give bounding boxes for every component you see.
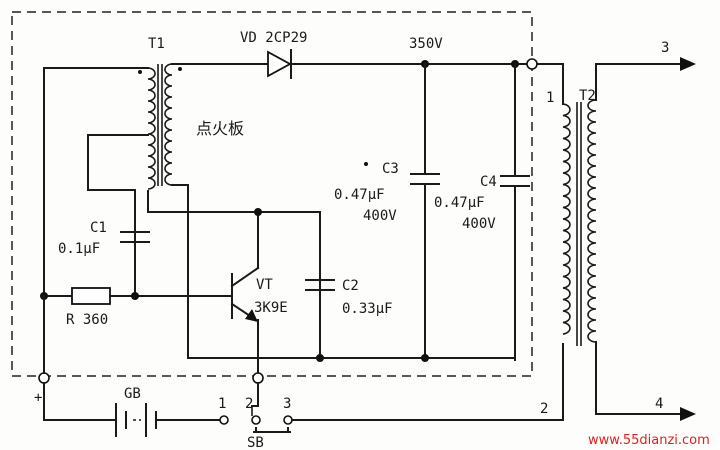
c4-voltage: 400V bbox=[462, 216, 496, 232]
switch-pin-1: 1 bbox=[218, 396, 226, 412]
junction-dot bbox=[131, 292, 139, 300]
board-terminal-plus bbox=[38, 372, 50, 384]
vt-label: VT bbox=[256, 277, 273, 293]
t2-transformer bbox=[562, 99, 597, 346]
output-4-arrow bbox=[680, 407, 696, 421]
sb-switch bbox=[253, 427, 291, 433]
c3-capacitor bbox=[410, 63, 440, 361]
vd-label: VD 2CP29 bbox=[240, 30, 307, 46]
c3-label: C3 bbox=[382, 161, 399, 177]
c4-value: 0.47μF bbox=[434, 195, 485, 211]
switch-terminal-3 bbox=[283, 415, 293, 425]
output-4-label: 4 bbox=[655, 396, 663, 412]
c1-capacitor bbox=[120, 231, 150, 243]
vt-part: 3K9E bbox=[254, 300, 288, 316]
r-label: R 360 bbox=[66, 312, 108, 328]
c2-label: C2 bbox=[342, 278, 359, 294]
board-output-terminal-top bbox=[526, 58, 538, 70]
switch-terminal-1 bbox=[219, 415, 229, 425]
junction-dot bbox=[316, 354, 324, 362]
c3-value: 0.47μF bbox=[334, 187, 385, 203]
sb-label: SB bbox=[247, 435, 264, 450]
c4-label: C4 bbox=[480, 174, 497, 190]
r-resistor bbox=[71, 287, 111, 305]
battery-plus-label: + bbox=[34, 390, 42, 406]
ignition-board-label: 点火板 bbox=[196, 119, 244, 138]
t2-label: T2 bbox=[579, 88, 596, 104]
junction-dot bbox=[254, 208, 262, 216]
ignition-board-boundary bbox=[11, 11, 533, 377]
c2-capacitor bbox=[305, 279, 335, 291]
switch-terminal-2 bbox=[251, 415, 261, 425]
switch-pin-3: 3 bbox=[283, 396, 291, 412]
t1-label: T1 bbox=[148, 36, 165, 52]
c4-capacitor bbox=[500, 63, 530, 361]
output-3-label: 3 bbox=[661, 40, 669, 56]
vt-transistor bbox=[230, 211, 260, 322]
voltage-350v-label: 350V bbox=[409, 36, 443, 52]
c1-label: C1 bbox=[90, 220, 107, 236]
watermark: www.55dianzi.com bbox=[588, 433, 710, 448]
switch-pin-2: 2 bbox=[245, 396, 253, 412]
c3-voltage: 400V bbox=[363, 208, 397, 224]
gb-battery bbox=[115, 403, 157, 437]
output-3-arrow bbox=[680, 57, 696, 71]
t2-pin-1: 1 bbox=[546, 90, 554, 106]
board-terminal-emitter bbox=[252, 372, 264, 384]
t1-transformer bbox=[138, 63, 182, 190]
c1-value: 0.1μF bbox=[58, 241, 100, 257]
gb-label: GB bbox=[124, 386, 141, 402]
vd-diode bbox=[267, 49, 292, 79]
junction-dot bbox=[421, 354, 429, 362]
c2-value: 0.33μF bbox=[342, 301, 393, 317]
t2-pin-2: 2 bbox=[540, 401, 548, 417]
